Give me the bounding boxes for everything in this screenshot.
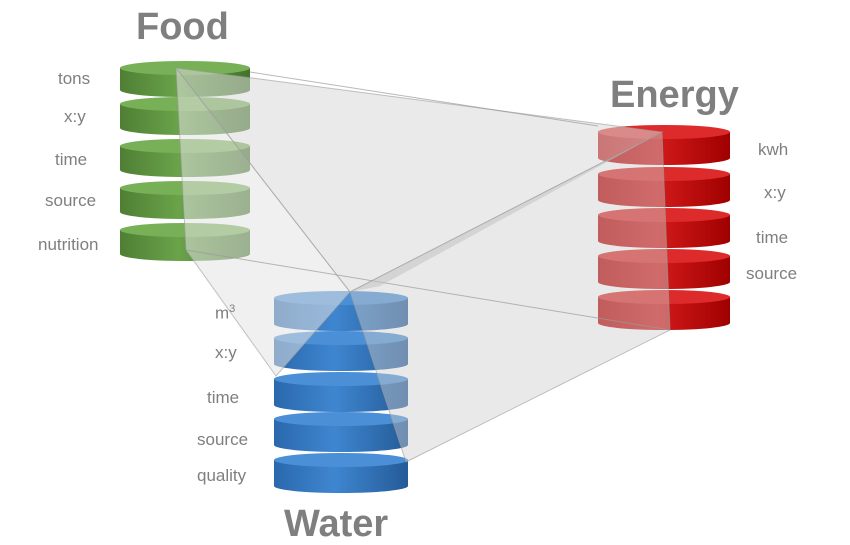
food-label-source: source <box>45 191 97 210</box>
food-label-xy: x:y <box>64 107 86 126</box>
food-label-tons: tons <box>58 69 91 88</box>
connection-planes <box>174 66 671 463</box>
food-energy-bottom-edge <box>185 249 671 331</box>
energy-label-time: time <box>756 228 789 247</box>
center-ridge <box>350 132 662 292</box>
water-label-time: time <box>207 388 240 407</box>
energy-title: Energy <box>610 74 739 116</box>
water-label-xy: x:y <box>215 343 237 362</box>
food-water-plane <box>175 66 351 377</box>
water-unit-exponent: 3 <box>229 303 236 315</box>
food-label-nutrition: nutrition <box>38 235 99 254</box>
water-label-quality: quality <box>197 466 247 485</box>
energy-label-xy: x:y <box>764 183 786 202</box>
water-title: Water <box>284 503 389 545</box>
energy-label-source: source <box>746 264 798 283</box>
energy-layer-source <box>598 249 730 289</box>
food-label-time: time <box>55 150 88 169</box>
water-label-source: source <box>197 430 249 449</box>
energy-layer-time <box>598 208 730 248</box>
food-energy-top-edge <box>249 71 599 127</box>
energy-label-kwh: kwh <box>758 140 789 159</box>
water-label-m3: m3 <box>215 304 235 322</box>
energy-layer-extra <box>598 290 730 330</box>
water-layer-time <box>274 372 408 412</box>
water-layer-quality <box>274 453 408 493</box>
water-layer-source <box>274 412 408 452</box>
food-title: Food <box>136 6 229 48</box>
water-unit-base: m <box>215 303 230 323</box>
